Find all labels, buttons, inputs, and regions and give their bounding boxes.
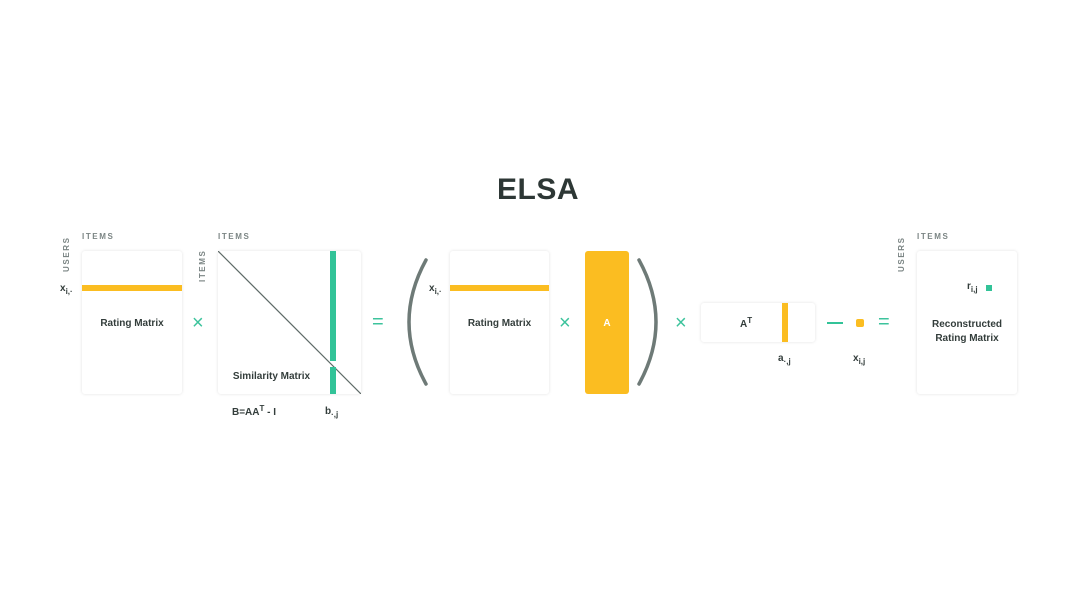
diagonal-line: [218, 251, 361, 394]
equals-operator: =: [372, 311, 384, 333]
matrix-a-transpose-label: AT: [740, 316, 752, 330]
rating-matrix-card-inner: Rating Matrix: [450, 251, 549, 394]
times-operator: ×: [675, 312, 687, 334]
matrix-a: A: [585, 251, 629, 394]
column-vector-b-label: b·,j: [325, 406, 338, 419]
row-vector-subscript: i,·: [434, 287, 442, 296]
rating-matrix-label: Rating Matrix: [467, 318, 532, 329]
items-axis-label: ITEMS: [917, 232, 950, 241]
column-highlight: [782, 303, 788, 342]
users-axis-label: USERS: [897, 236, 906, 272]
times-operator: ×: [192, 312, 204, 334]
reconstructed-label-line1: Reconstructed: [931, 319, 1002, 330]
user-row-highlight: [82, 285, 182, 291]
scalar-value-label: xi,j: [853, 353, 865, 366]
rating-matrix-label: Rating Matrix: [100, 318, 164, 329]
column-vector-symbol: b: [325, 406, 332, 417]
column-highlight-upper: [330, 251, 336, 361]
matrix-a-transpose-symbol: A: [740, 319, 748, 330]
right-parenthesis: [637, 258, 658, 386]
reconstructed-matrix-card: ri,j Reconstructed Rating Matrix: [917, 251, 1017, 394]
column-vector-subscript: ·,j: [331, 410, 339, 419]
formula-superscript: T: [259, 404, 265, 413]
column-vector-a-label: a·,j: [778, 353, 791, 366]
scalar-value-dot: [856, 319, 864, 327]
rating-matrix-card: Rating Matrix: [82, 251, 182, 394]
scalar-subscript: i,j: [858, 357, 866, 366]
transpose-superscript: T: [747, 316, 753, 325]
similarity-matrix-card: Similarity Matrix: [218, 251, 361, 394]
cell-label: ri,j: [967, 281, 978, 294]
formula-tail: - I: [264, 407, 277, 418]
row-vector-symbol: x: [60, 283, 66, 294]
formula-main: B=AA: [232, 407, 260, 418]
similarity-formula: B=AAT - I: [232, 404, 276, 418]
left-parenthesis: [407, 258, 428, 386]
row-vector-label: xi,·: [429, 283, 442, 296]
matrix-a-transpose-card: AT: [701, 303, 815, 342]
times-operator: ×: [559, 312, 571, 334]
column-vector-subscript: ·,j: [783, 357, 791, 366]
diagram-title: ELSA: [496, 173, 579, 206]
row-vector-label: xi,·: [60, 283, 73, 296]
scalar-symbol: x: [853, 353, 859, 364]
users-axis-label: USERS: [62, 236, 71, 272]
items-vertical-axis-label: ITEMS: [198, 249, 207, 282]
cell-subscript: i,j: [970, 285, 978, 294]
cell-symbol: r: [967, 281, 971, 292]
column-highlight-lower: [330, 367, 336, 394]
equals-operator: =: [878, 311, 890, 333]
reconstructed-label-line2: Rating Matrix: [935, 333, 999, 344]
reconstructed-cell-highlight: [986, 285, 992, 291]
row-vector-symbol: x: [429, 283, 435, 294]
reconstructed-matrix-label: Reconstructed Rating Matrix: [917, 318, 1017, 346]
matrix-a-label: A: [603, 318, 611, 329]
user-row-highlight: [450, 285, 549, 291]
row-vector-subscript: i,·: [65, 287, 73, 296]
column-vector-symbol: a: [778, 353, 784, 364]
similarity-matrix-label: Similarity Matrix: [232, 371, 311, 382]
minus-operator: [827, 322, 843, 324]
items-axis-label: ITEMS: [82, 232, 115, 241]
items-axis-label: ITEMS: [218, 232, 251, 241]
